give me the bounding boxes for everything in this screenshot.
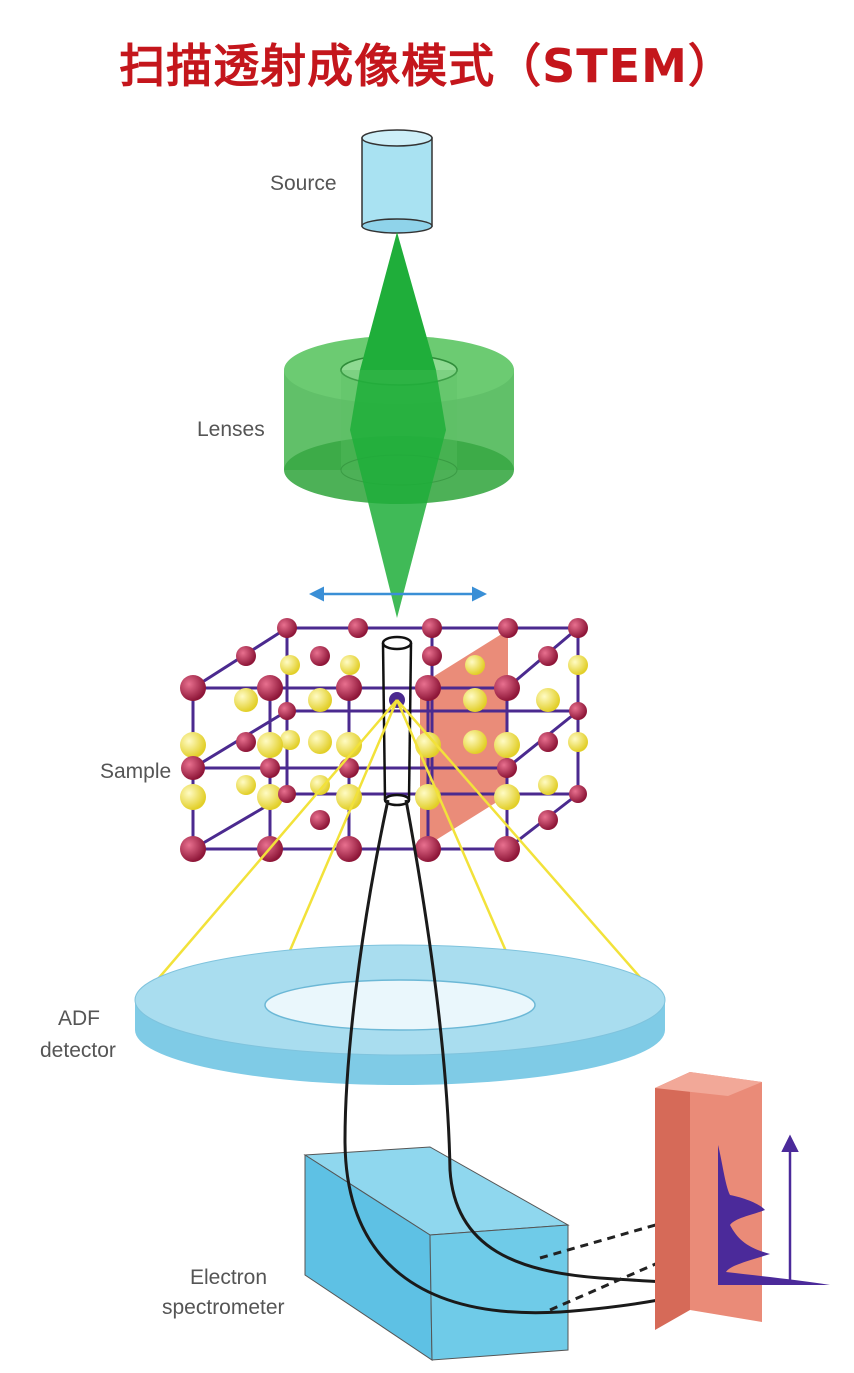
adf-label-line1: ADF bbox=[58, 1007, 100, 1030]
spectrometer-box bbox=[303, 1146, 570, 1361]
electron-trajectory bbox=[343, 799, 719, 1315]
projection-lines bbox=[539, 1206, 716, 1312]
spectrum-plot bbox=[718, 1134, 830, 1285]
spectrometer-label-line1: Electron bbox=[190, 1266, 267, 1289]
adf-ring bbox=[134, 944, 666, 1085]
crystal-lattice bbox=[180, 618, 588, 862]
spectrometer-label-line2: spectrometer bbox=[162, 1296, 285, 1319]
lenses-label: Lenses bbox=[197, 418, 265, 441]
source-cylinder bbox=[361, 129, 433, 234]
source-label: Source bbox=[270, 172, 337, 195]
sample-label: Sample bbox=[100, 760, 171, 783]
page-title: 扫描透射成像模式（STEM） bbox=[119, 39, 735, 93]
adf-label-line2: detector bbox=[40, 1039, 116, 1062]
electron-beam bbox=[350, 232, 446, 618]
